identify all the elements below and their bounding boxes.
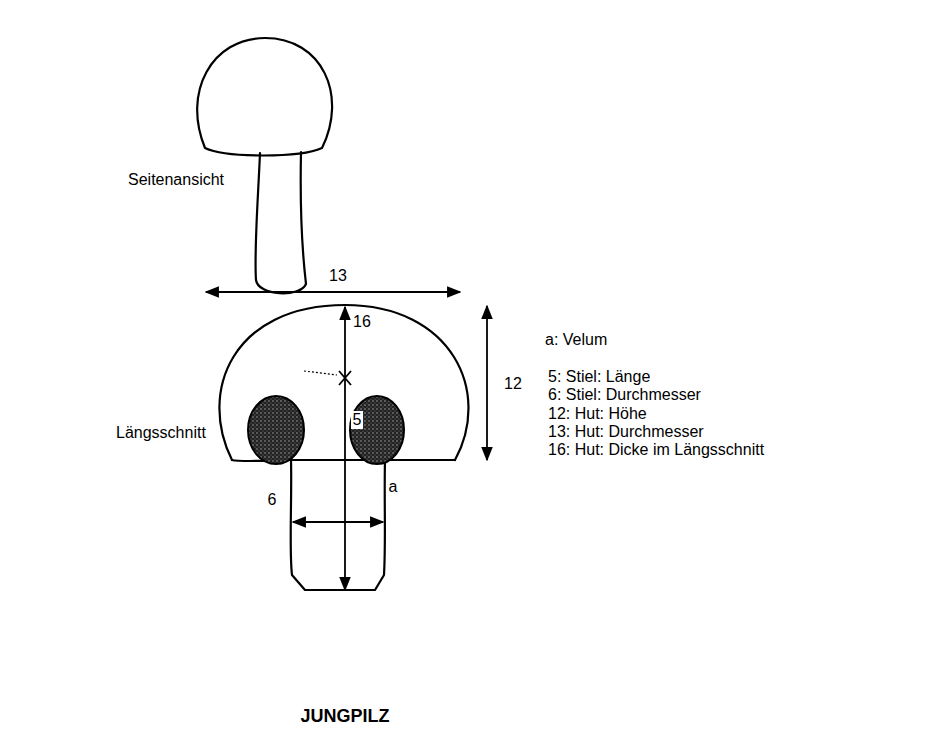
legend-text: 16: Hut: Dicke im Längsschnitt: [548, 441, 764, 459]
dimension-arrow: [206, 291, 460, 293]
leader-line: [304, 371, 337, 375]
legend-text: 5: Stiel: Länge: [548, 368, 650, 386]
view-label: Seitenansicht: [128, 171, 224, 189]
gills: [350, 396, 404, 464]
legend-text: 13: Hut: Durchmesser: [548, 423, 704, 441]
caption: JUNGPILZ: [300, 706, 389, 727]
cap-outline: [197, 38, 332, 156]
dimension-number: 6: [266, 491, 279, 509]
dimension-arrow: [486, 306, 488, 460]
legend-text: a: Velum: [545, 331, 607, 349]
dimension-number: 5: [351, 411, 364, 429]
legend-text: 12: Hut: Höhe: [548, 405, 647, 423]
view-label: Längsschnitt: [116, 424, 206, 442]
stem-outline: [255, 152, 306, 293]
dimension-arrow: [293, 521, 383, 523]
dimension-arrow: [344, 307, 346, 590]
dimension-number: 16: [351, 313, 373, 331]
dimension-number: 13: [327, 267, 349, 285]
gills: [248, 396, 304, 464]
dimension-number: 12: [502, 375, 524, 393]
callout-letter: a: [387, 478, 400, 496]
stem-section: [291, 460, 385, 590]
legend-text: 6: Stiel: Durchmesser: [548, 386, 701, 404]
